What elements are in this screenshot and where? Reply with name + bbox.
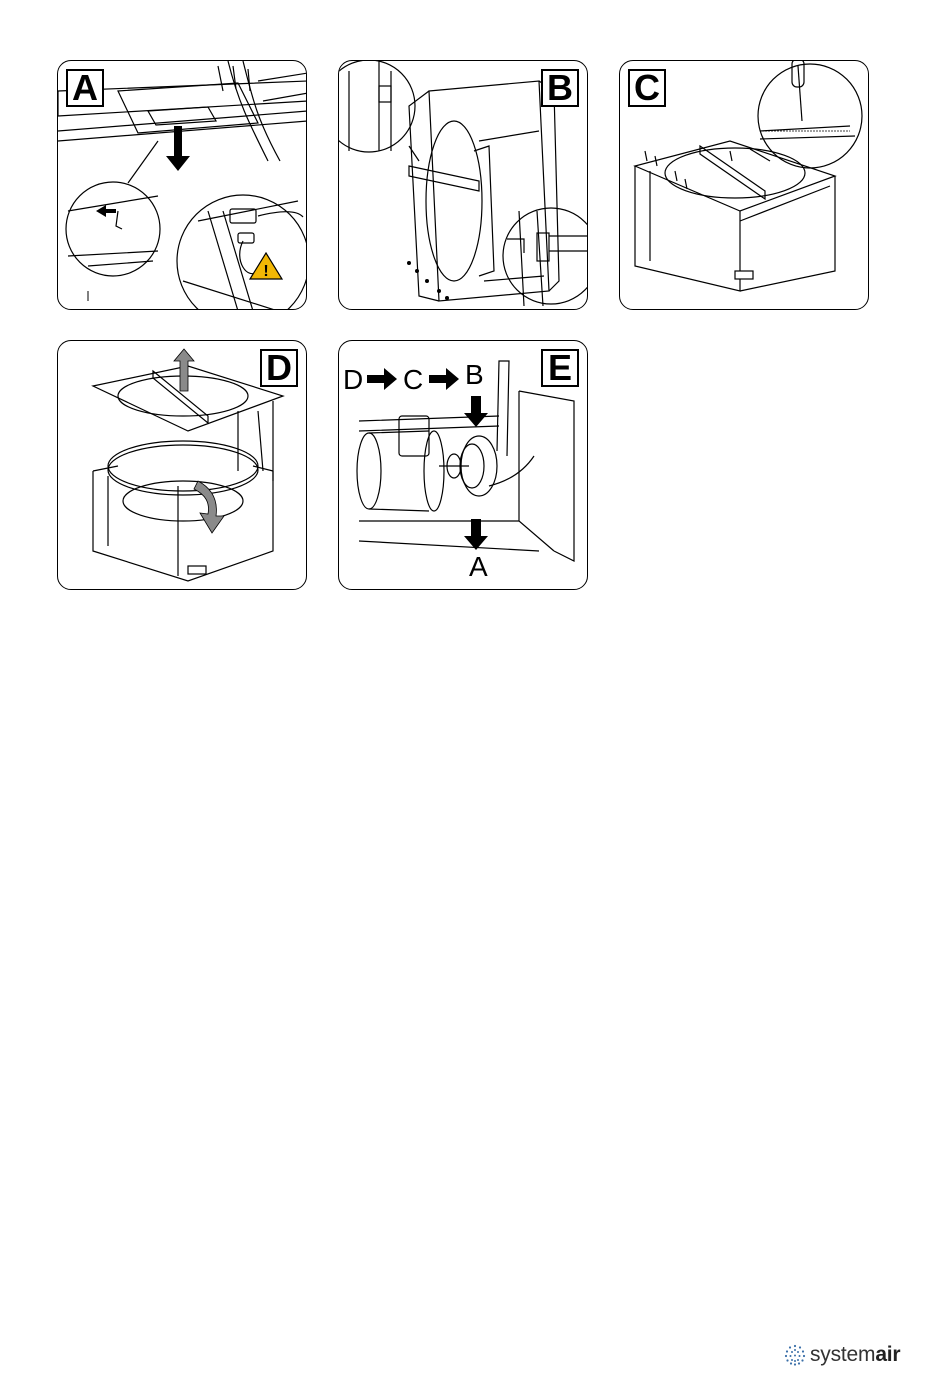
panel-c-label: C	[628, 69, 666, 107]
panel-e: D C B A E	[338, 340, 588, 590]
dotted-sphere-icon	[784, 1344, 806, 1366]
panel-d: D	[57, 340, 307, 590]
sequence-label-a: A	[469, 553, 488, 581]
panel-b-label: B	[541, 69, 579, 107]
panel-d-label: D	[260, 349, 298, 387]
panel-b: B	[338, 60, 588, 310]
panel-c: C	[619, 60, 869, 310]
panel-e-label: E	[541, 349, 579, 387]
systemair-logo: systemair	[784, 1340, 900, 1370]
sequence-label-b: B	[465, 361, 484, 389]
panel-a: ! A	[57, 60, 307, 310]
sequence-label-d: D	[343, 366, 363, 394]
panel-a-label: A	[66, 69, 104, 107]
svg-text:!: !	[263, 263, 268, 280]
brand-name: systemair	[810, 1343, 900, 1367]
sequence-label-c: C	[403, 366, 423, 394]
